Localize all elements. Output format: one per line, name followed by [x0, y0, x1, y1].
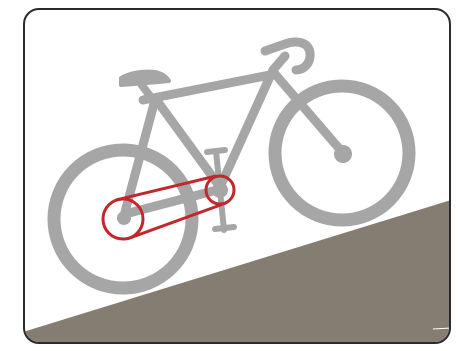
- bicycle-on-incline-icon: [23, 8, 451, 344]
- illustration-frame: [23, 8, 451, 344]
- bottom-bracket: [212, 182, 228, 198]
- rear-hub: [117, 211, 131, 225]
- saddle: [121, 72, 169, 85]
- front-hub: [334, 145, 352, 163]
